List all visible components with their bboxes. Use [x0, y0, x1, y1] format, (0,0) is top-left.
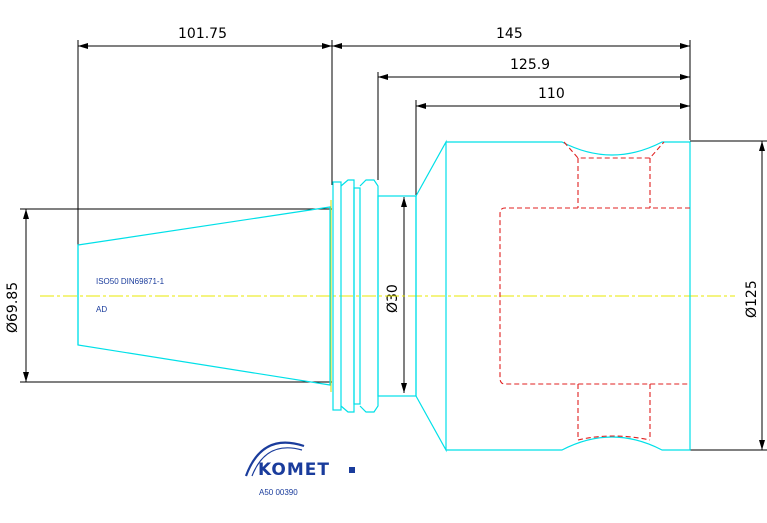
- logo-dot-icon: [349, 467, 355, 473]
- komet-logo: KOMET: [244, 441, 355, 480]
- hidden-lines: [499, 141, 690, 441]
- note-form: AD: [96, 305, 107, 314]
- logo-arc-icon: [244, 441, 305, 477]
- note-standard: ISO50 DIN69871-1: [96, 277, 165, 286]
- dimension-arrows: [23, 43, 765, 450]
- drawing-code: A50 00390: [259, 488, 298, 497]
- dim-101-75: 101.75: [178, 26, 227, 42]
- dimension-lines: [20, 40, 767, 451]
- dim-dia-125: Ø125: [744, 280, 760, 318]
- dim-dia-30: Ø30: [385, 284, 401, 313]
- dim-125-9: 125.9: [510, 57, 550, 73]
- tool-holder-outline: [77, 139, 691, 453]
- logo-name: KOMET: [258, 460, 330, 480]
- dim-dia-69-85: Ø69.85: [5, 282, 21, 333]
- dim-110: 110: [538, 86, 565, 102]
- dim-145: 145: [496, 26, 523, 42]
